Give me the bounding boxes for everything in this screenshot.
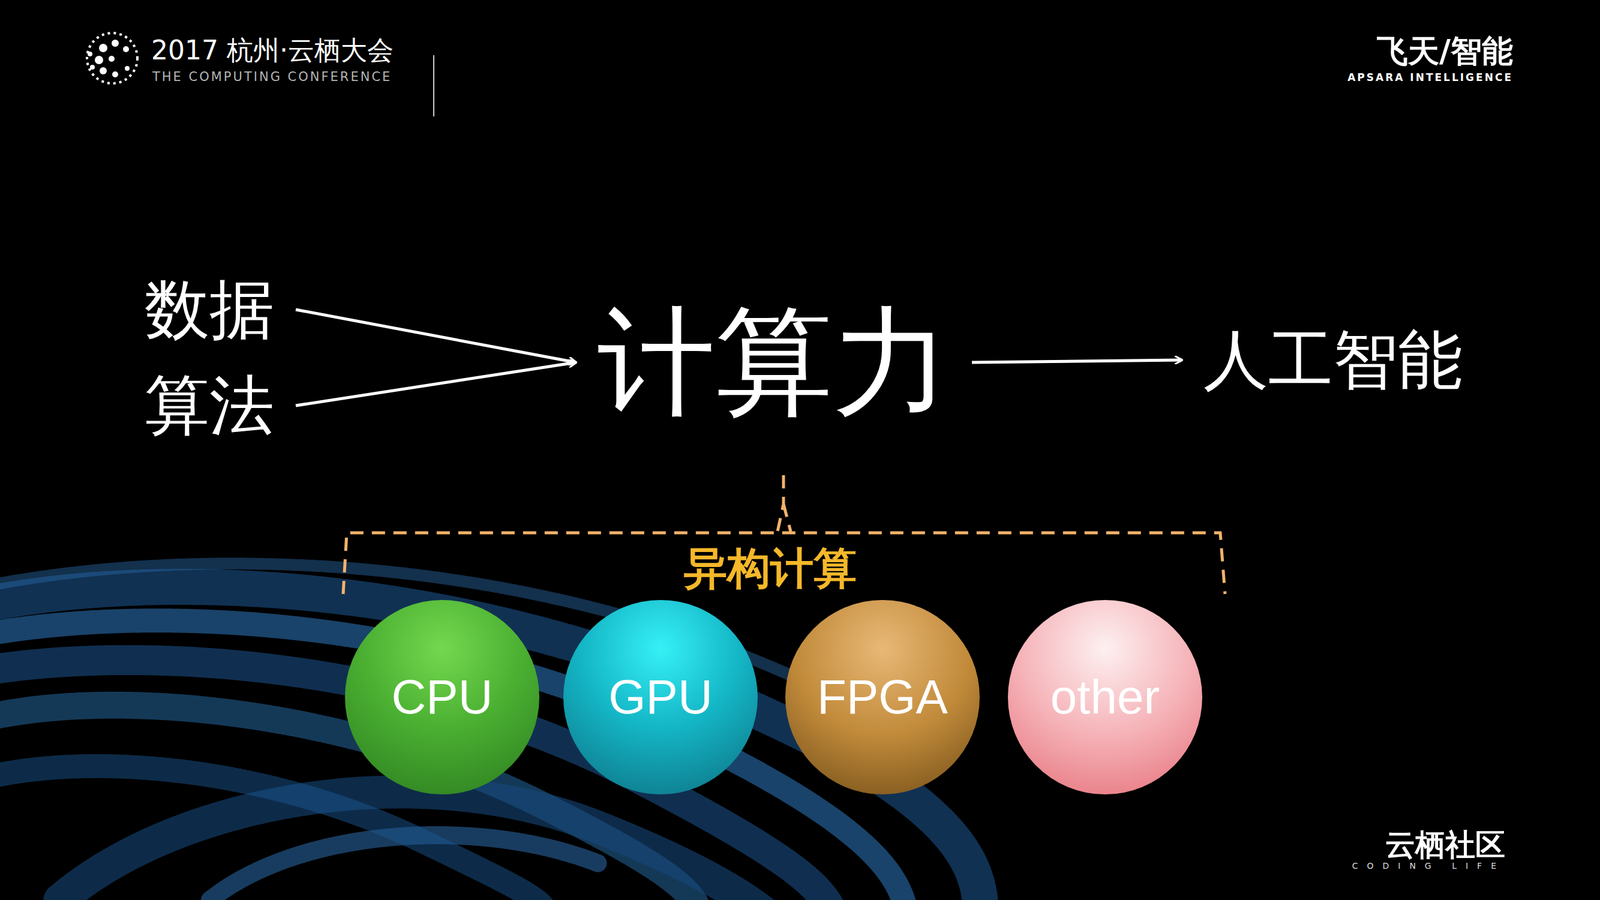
conference-title: 2017 杭州·云栖大会 bbox=[151, 35, 394, 65]
node-text: 计算力 bbox=[597, 297, 951, 428]
node-text: GPU bbox=[608, 669, 713, 725]
node-text: CPU bbox=[391, 669, 494, 725]
node-text: 人工智能 bbox=[1203, 324, 1463, 396]
arrow-connector bbox=[971, 359, 1182, 363]
bracket bbox=[343, 475, 1226, 594]
text-node: 计算力 bbox=[593, 295, 954, 430]
gpu-circle: GPU bbox=[563, 599, 758, 795]
group-label: 异构计算 bbox=[683, 544, 857, 593]
community-tagline: CODING LIFE bbox=[1352, 861, 1506, 871]
community-logo: 云栖社区 bbox=[1385, 828, 1506, 862]
node-text: 算法 bbox=[144, 370, 275, 442]
cpu-circle: CPU bbox=[344, 599, 540, 795]
text-node: 数据 bbox=[140, 271, 278, 348]
arrow-connector bbox=[295, 362, 576, 406]
arrow-connector bbox=[295, 309, 576, 363]
conference-logo bbox=[86, 32, 138, 84]
node-text: FPGA bbox=[817, 669, 948, 725]
divider-line bbox=[433, 55, 435, 117]
text-node: 算法 bbox=[140, 367, 278, 444]
brand-title: 飞天/智能 bbox=[1376, 34, 1514, 69]
node-text: 数据 bbox=[144, 274, 275, 346]
node-text: other bbox=[1050, 669, 1160, 725]
blue-swirl bbox=[0, 563, 984, 900]
other-circle: other bbox=[1007, 599, 1203, 795]
text-node: 人工智能 bbox=[1199, 322, 1467, 399]
conference-subtitle: THE COMPUTING CONFERENCE bbox=[152, 70, 392, 84]
fpga-circle: FPGA bbox=[785, 599, 980, 795]
brand-subtitle: APSARA INTELLIGENCE bbox=[1347, 71, 1514, 84]
